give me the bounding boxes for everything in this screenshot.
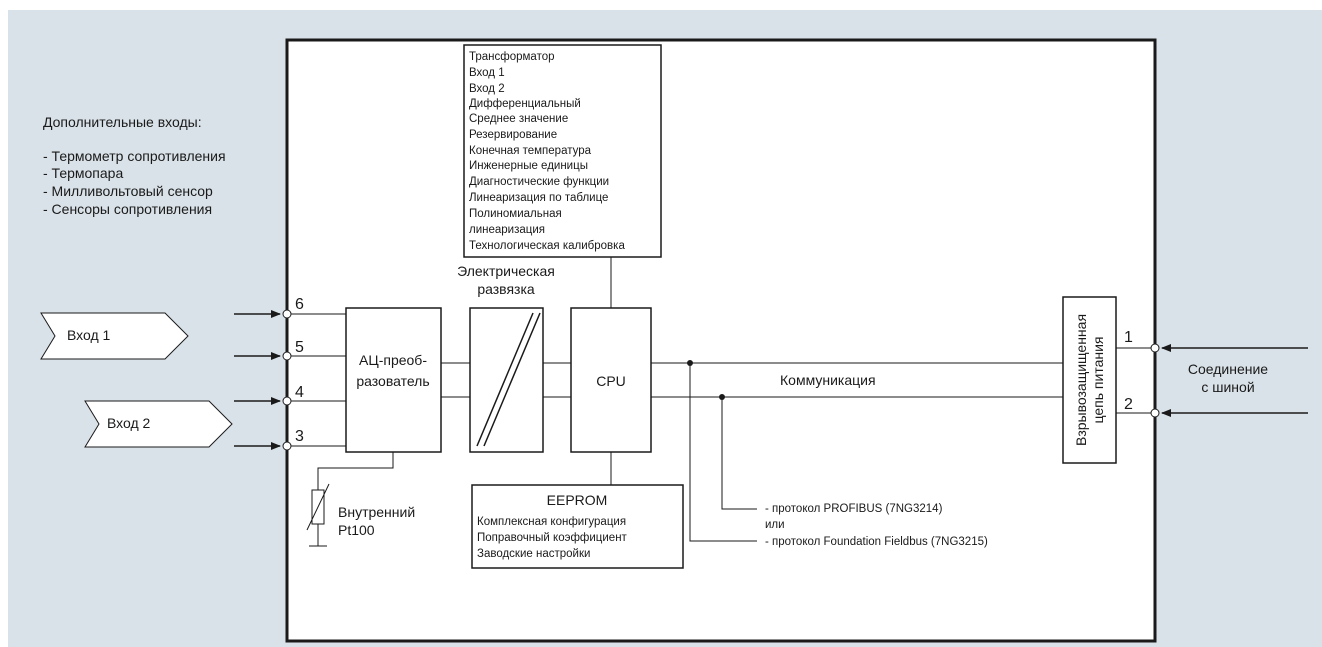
eeprom-box [471, 484, 684, 569]
function-item: Полиномиальная [469, 208, 562, 220]
additional-inputs-title: Дополнительные входы: [43, 114, 202, 130]
internal-sensor-label: Pt100 [338, 522, 375, 538]
eeprom-line: Заводские настройки [477, 548, 590, 560]
terminal-2-label: 2 [1124, 396, 1133, 413]
communication-label: Коммуникация [780, 372, 876, 388]
input-1-label: Вход 1 [67, 327, 111, 343]
additional-input-item: - Термопара [43, 165, 123, 181]
terminal-4-label: 4 [295, 384, 304, 401]
cpu-box [570, 307, 652, 453]
protocol-profibus: - протокол PROFIBUS (7NG3214) [765, 503, 943, 515]
function-item: Конечная температура [469, 145, 592, 157]
function-item: Технологическая калибровка [469, 240, 625, 252]
protocol-or: или [765, 519, 785, 531]
input-1-shape [40, 312, 189, 360]
input-2-label: Вход 2 [107, 415, 151, 431]
power-circuit-label: Взрывозащищенная [1073, 314, 1089, 446]
junction-dot [687, 360, 693, 366]
power-circuit-box [1062, 296, 1117, 464]
function-item: линеаризация [469, 224, 545, 236]
functions-box [463, 44, 662, 258]
function-item: Диагностические функции [469, 176, 609, 188]
terminal-6 [282, 309, 292, 319]
input-2-shape [84, 400, 233, 448]
power-circuit-text: Взрывозащищенная цепь питания [1073, 314, 1106, 446]
adc-box [345, 307, 442, 453]
function-item: Среднее значение [469, 113, 568, 125]
protocols-box [757, 484, 1049, 569]
isolation-cpu-lines [543, 362, 571, 398]
terminals-left [282, 309, 292, 451]
terminals-right [1150, 343, 1160, 418]
terminal-5 [282, 351, 292, 361]
internal-pt100 [306, 452, 394, 547]
terminal-1 [1150, 343, 1160, 353]
bus-connection-label: с шиной [1201, 379, 1254, 395]
eeprom-line: Комплексная конфигурация [477, 516, 626, 528]
adc-isolation-lines [441, 362, 470, 398]
function-item: Трансформатор [469, 51, 555, 63]
function-item: Инженерные единицы [469, 160, 588, 172]
function-item: Вход 2 [469, 83, 505, 95]
cpu-label: CPU [596, 373, 626, 389]
terminal-5-label: 5 [295, 339, 304, 356]
adc-label: разователь [356, 373, 429, 389]
isolation-label: Электрическая [457, 263, 555, 279]
bus-terminal-lines [1116, 347, 1151, 414]
protocol-fieldbus: - протокол Foundation Fieldbus (7NG3215) [765, 536, 988, 548]
eeprom-title: EEPROM [547, 492, 608, 508]
isolation-label: развязка [477, 281, 535, 297]
isolation-symbol [476, 312, 541, 447]
adc-input-lines [288, 313, 346, 447]
additional-input-item: - Милливольтовый сенсор [43, 183, 213, 199]
input-arrows [234, 310, 281, 450]
functions-list: Трансформатор Вход 1 Вход 2 Дифференциал… [469, 51, 625, 252]
additional-input-item: - Термометр сопротивления [43, 148, 226, 164]
function-item: Линеаризация по таблице [469, 192, 608, 204]
terminal-4 [282, 396, 292, 406]
additional-inputs: Дополнительные входы: - Термометр сопрот… [43, 114, 226, 217]
additional-input-item: - Сенсоры сопротивления [43, 201, 212, 217]
internal-sensor-label: Внутренний [338, 504, 415, 520]
terminal-1-label: 1 [1124, 329, 1133, 346]
junction-dot [719, 394, 725, 400]
eeprom-line: Поправочный коэффициент [477, 532, 628, 544]
function-item: Дифференциальный [469, 98, 581, 110]
function-item: Резервирование [469, 129, 557, 141]
power-circuit-label: цепь питания [1090, 337, 1106, 424]
terminal-6-label: 6 [295, 296, 304, 313]
terminal-3 [282, 441, 292, 451]
terminal-2 [1150, 408, 1160, 418]
terminal-3-label: 3 [295, 428, 304, 445]
bus-arrows [1161, 344, 1308, 417]
adc-label: АЦ-преоб- [359, 352, 427, 368]
isolation-box [469, 307, 544, 453]
function-item: Вход 1 [469, 67, 505, 79]
terminal-labels-left: 6 5 4 3 [295, 296, 304, 445]
bus-connection-label: Соединение [1188, 361, 1268, 377]
